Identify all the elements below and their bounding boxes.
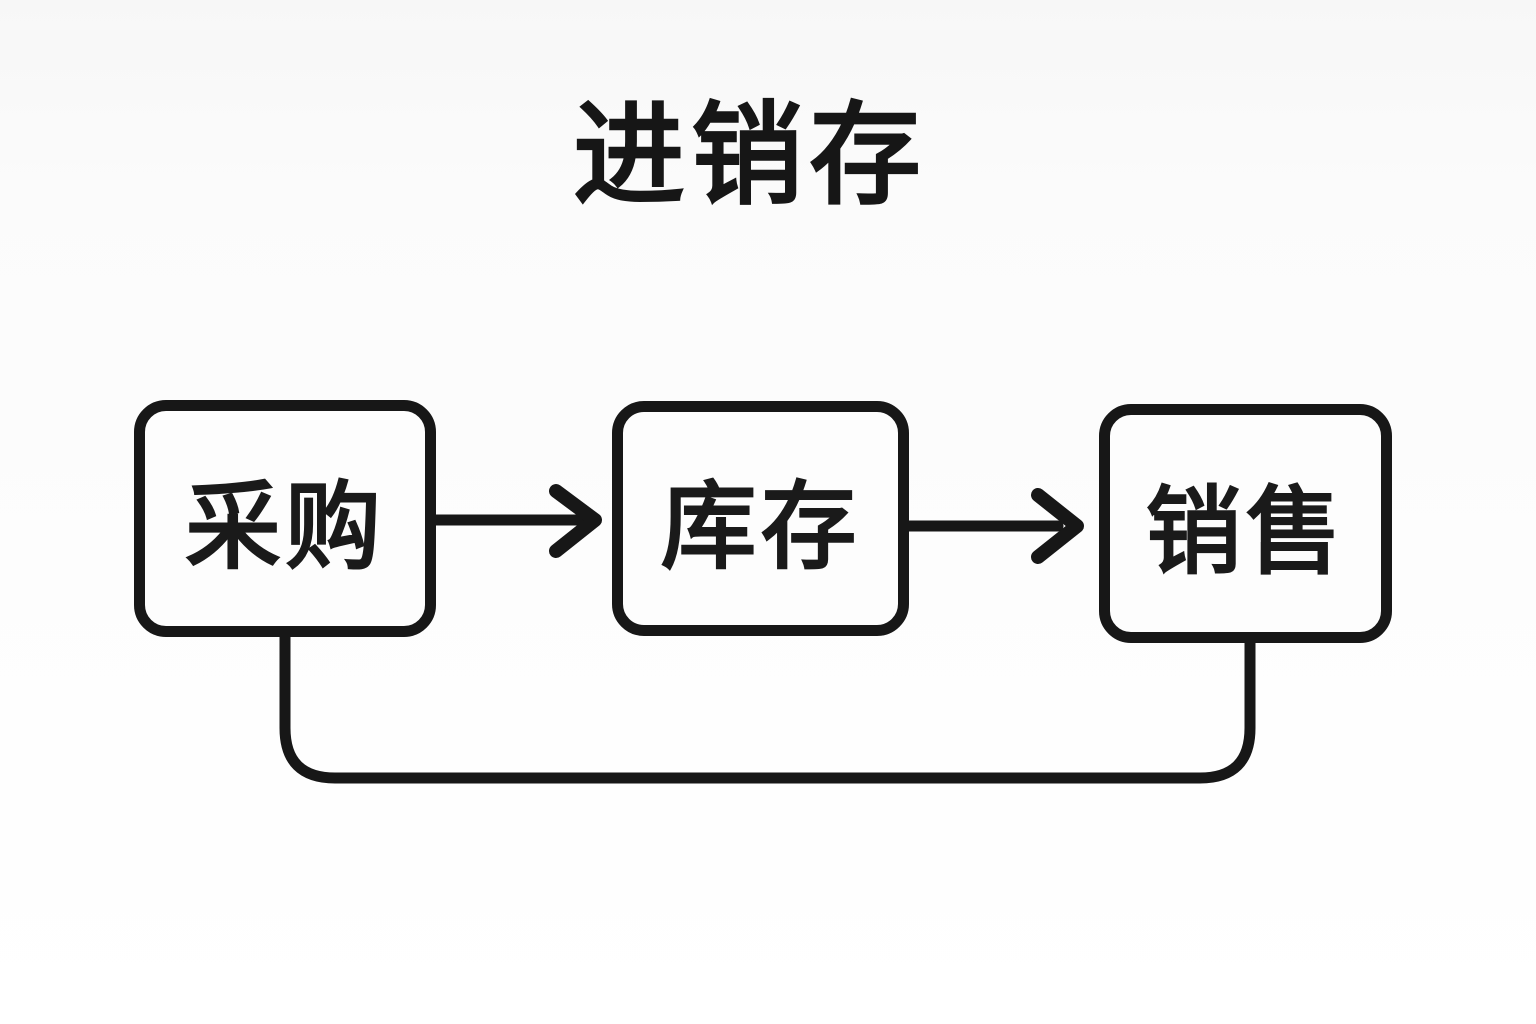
- arrow-inventory-to-sales: [900, 488, 1084, 564]
- arrow-purchase-to-inventory: [427, 484, 602, 558]
- node-label-inventory: 库存: [660, 471, 861, 583]
- flow-node-inventory: 库存: [612, 401, 909, 636]
- loop-purchase-sales-connector: [279, 627, 1256, 784]
- flow-node-sales: 销售: [1099, 404, 1392, 643]
- diagram-title: 进销存: [573, 91, 927, 221]
- node-label-sales: 销售: [1145, 476, 1346, 588]
- node-label-purchase: 采购: [185, 471, 385, 583]
- flow-node-purchase: 采购: [134, 400, 436, 637]
